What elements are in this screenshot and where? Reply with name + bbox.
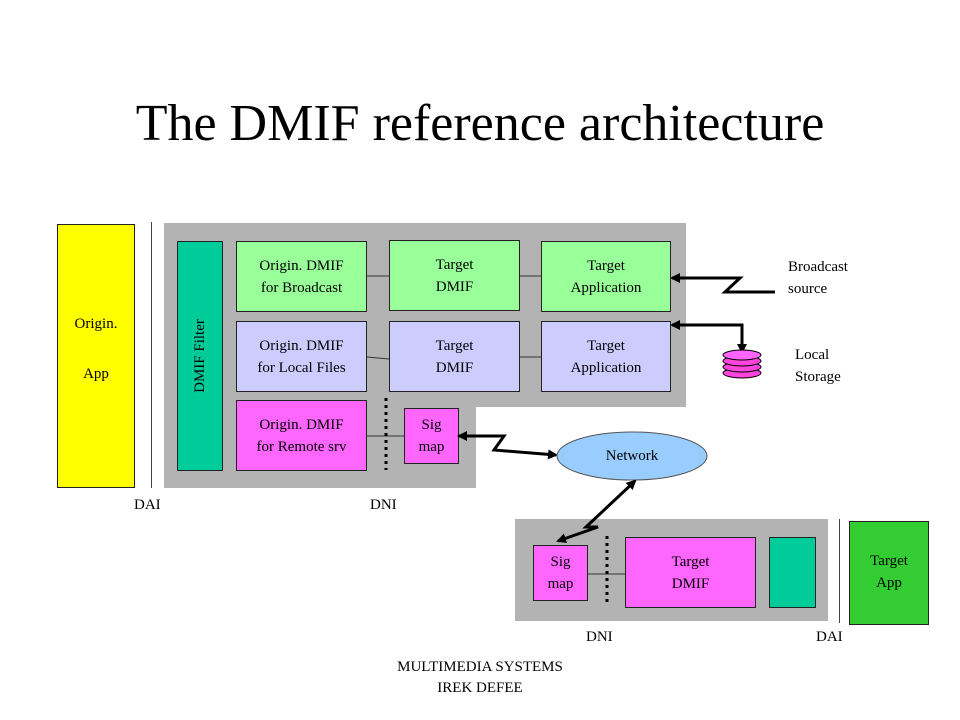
target-dmif-box-1: Target DMIF: [389, 240, 520, 311]
target-application-2-line1: Target: [587, 337, 625, 354]
origin-dmif-broadcast-box: Origin. DMIF for Broadcast: [236, 241, 367, 312]
dai-divider-left: [151, 222, 152, 488]
origin-dmif-local-line2: for Local Files: [257, 359, 346, 376]
target-app-line1: Target: [870, 553, 908, 569]
target-dmif-2-line2: DMIF: [435, 359, 474, 376]
target-dmif-box-2: Target DMIF: [389, 321, 520, 392]
target-dmif-box-3: Target DMIF: [625, 537, 756, 608]
broadcast-source-line1: Broadcast: [788, 259, 848, 275]
broadcast-source-label: Broadcast source: [788, 256, 848, 300]
target-application-1-line2: Application: [570, 279, 642, 296]
origin-dmif-remote-box: Origin. DMIF for Remote srv: [236, 400, 367, 471]
slide-title: The DMIF reference architecture: [135, 95, 825, 152]
origin-dmif-remote-line1: Origin. DMIF: [259, 416, 344, 433]
origin-dmif-local-box: Origin. DMIF for Local Files: [236, 321, 367, 392]
target-application-box-2: Target Application: [541, 321, 671, 392]
target-dmif-3-line1: Target: [671, 553, 710, 570]
target-filter-box: [769, 537, 816, 608]
origin-dmif-broadcast-line2: for Broadcast: [260, 279, 343, 296]
sig-map-1-line2: map: [418, 439, 445, 455]
target-application-1-line1: Target: [587, 257, 625, 274]
broadcast-source-line2: source: [788, 281, 828, 297]
storage-disks-icon: [722, 349, 762, 379]
sig-map-box-1: Sig map: [404, 408, 459, 464]
network-label: Network: [605, 448, 659, 464]
origin-app-box: Origin. App: [57, 224, 135, 488]
target-app-line2: App: [876, 575, 902, 591]
local-storage-line1: Local: [795, 347, 830, 363]
origin-dmif-broadcast-line1: Origin. DMIF: [259, 257, 344, 274]
dai-label-right: DAI: [816, 629, 843, 645]
local-storage-line2: Storage: [795, 369, 841, 385]
origin-app-label-line1: Origin.: [74, 316, 118, 332]
origin-dmif-local-line1: Origin. DMIF: [259, 337, 344, 354]
local-storage-label: Local Storage: [795, 344, 841, 388]
sig-map-box-2: Sig map: [533, 545, 588, 601]
origin-dmif-remote-line2: for Remote srv: [256, 438, 347, 455]
footer-line1: MULTIMEDIA SYSTEMS: [397, 659, 563, 675]
footer-line2: IREK DEFEE: [437, 680, 523, 696]
broadcast-arrow: [670, 273, 775, 294]
target-dmif-1-line1: Target: [435, 256, 474, 273]
sig-map-2-line2: map: [547, 576, 574, 592]
dai-label-left: DAI: [134, 497, 161, 513]
dni-label-right: DNI: [586, 629, 613, 645]
dai-divider-right: [839, 519, 840, 623]
dmif-filter-box: DMIF Filter: [177, 241, 223, 471]
dmif-filter-label: DMIF Filter: [192, 319, 209, 393]
target-dmif-1-line2: DMIF: [435, 278, 474, 295]
target-dmif-2-line1: Target: [435, 337, 474, 354]
sig-map-2-line1: Sig: [550, 554, 571, 570]
target-application-box-1: Target Application: [541, 241, 671, 312]
target-app-box: Target App: [849, 521, 929, 625]
origin-app-label-line2: App: [83, 366, 109, 382]
target-dmif-3-line2: DMIF: [671, 575, 710, 592]
target-application-2-line2: Application: [570, 359, 642, 376]
sig-map-1-line1: Sig: [421, 417, 442, 433]
dni-label-left: DNI: [370, 497, 397, 513]
